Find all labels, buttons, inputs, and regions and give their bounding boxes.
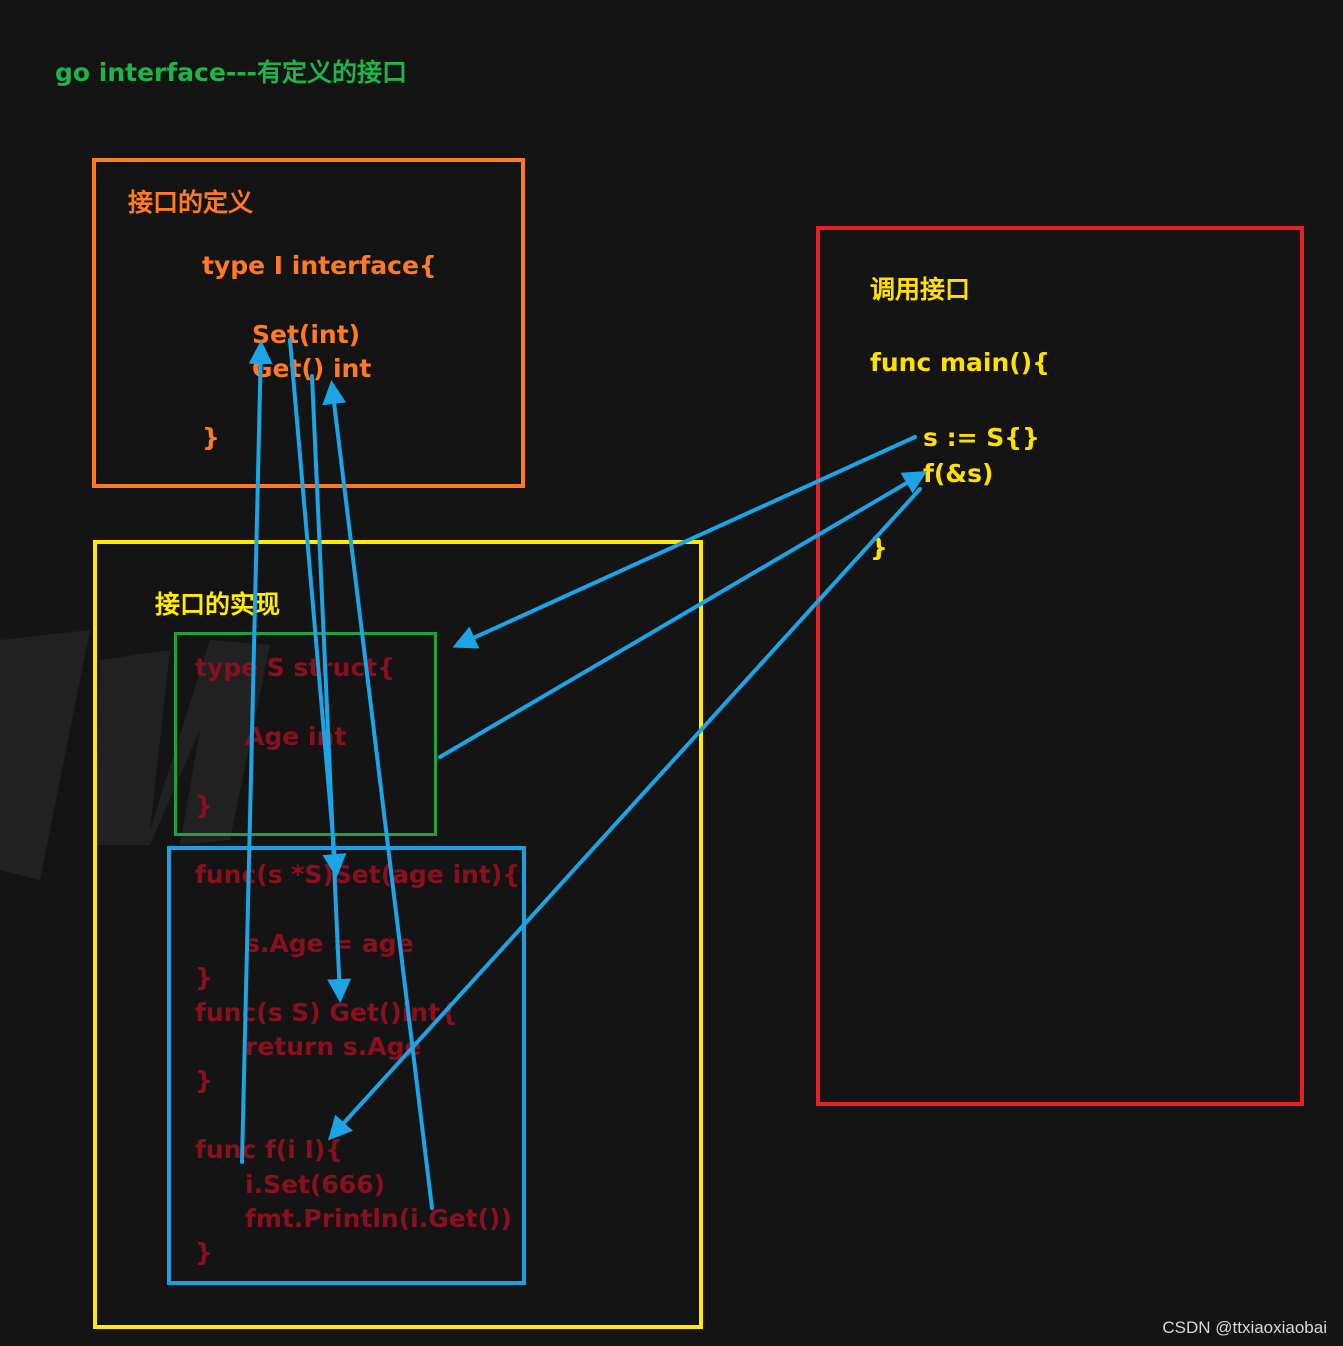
method-line-f-close: } <box>195 1238 213 1267</box>
call-line-declare: s := S{} <box>923 423 1040 452</box>
method-line-f-set-call: i.Set(666) <box>245 1170 386 1199</box>
definition-line-close: } <box>202 423 220 452</box>
page-title: go interface---有定义的接口 <box>55 58 408 87</box>
definition-label: 接口的定义 <box>128 188 254 217</box>
definition-line-set: Set(int) <box>252 320 361 349</box>
call-line-main: func main(){ <box>870 348 1050 377</box>
method-line-set-signature: func(s *S)Set(age int){ <box>195 860 521 889</box>
struct-line-type: type S struct{ <box>195 653 396 682</box>
call-label: 调用接口 <box>870 275 971 304</box>
watermark-shape <box>0 630 270 880</box>
call-line-close: } <box>870 533 888 562</box>
struct-line-field: Age int <box>245 722 347 751</box>
credit-watermark: CSDN @ttxiaoxiaobai <box>1162 1318 1327 1337</box>
method-line-f-get-call: fmt.Println(i.Get()) <box>245 1204 512 1233</box>
method-line-get-close: } <box>195 1066 213 1095</box>
implementation-label: 接口的实现 <box>155 590 281 619</box>
call-line-invoke: f(&s) <box>923 459 994 488</box>
method-line-get-body: return s.Age <box>245 1032 422 1061</box>
definition-line-interface: type I interface{ <box>202 251 437 280</box>
method-line-set-close: } <box>195 963 213 992</box>
method-line-f-signature: func f(i I){ <box>195 1135 344 1164</box>
struct-line-close: } <box>195 791 213 820</box>
method-line-set-body: s.Age = age <box>245 929 414 958</box>
definition-line-get: Get() int <box>252 354 372 383</box>
method-line-get-signature: func(s S) Get()int{ <box>195 998 458 1027</box>
